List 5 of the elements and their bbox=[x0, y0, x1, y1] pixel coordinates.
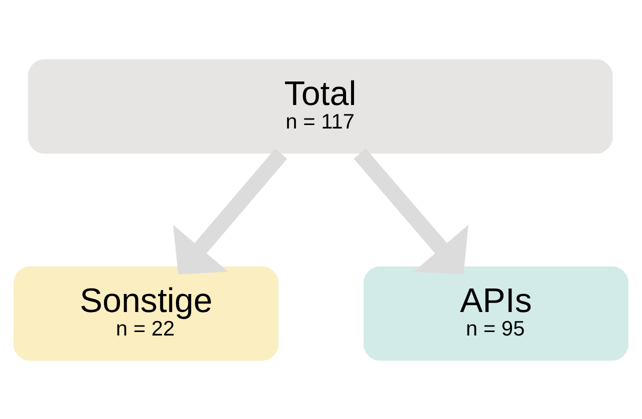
node-box: APIs n = 95 bbox=[364, 266, 628, 360]
arrow bbox=[173, 148, 288, 274]
node-box: Sonstige n = 22 bbox=[14, 266, 278, 360]
arrow bbox=[354, 148, 468, 274]
node-box: Total n = 117 bbox=[28, 58, 613, 154]
